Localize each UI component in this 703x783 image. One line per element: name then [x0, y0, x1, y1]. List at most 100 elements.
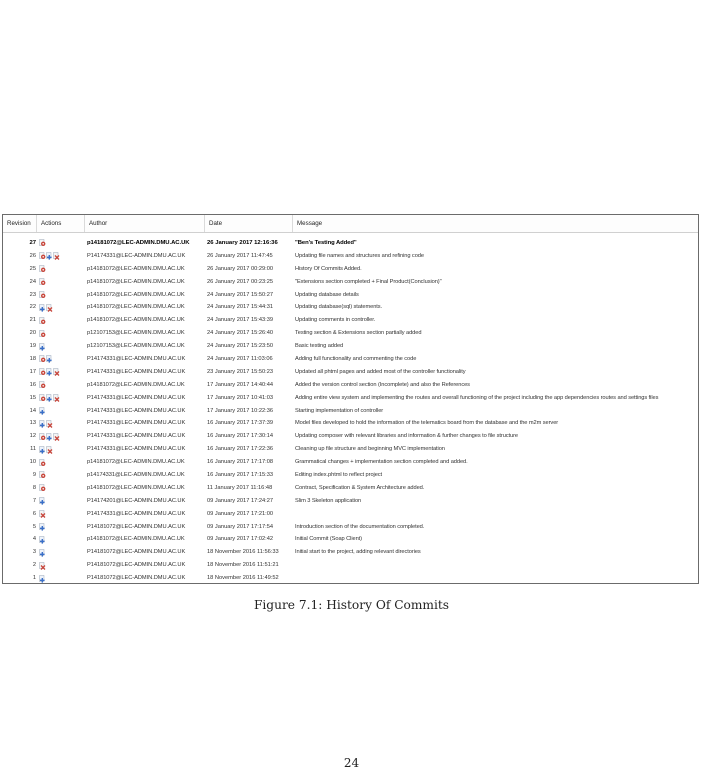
actions-cell — [39, 546, 85, 559]
actions-cell — [39, 263, 85, 276]
modify-icon — [39, 291, 46, 299]
add-icon — [39, 304, 46, 312]
author-cell: p14181072@LEC-ADMIN.DMU.AC.UK — [87, 381, 185, 388]
modify-icon — [39, 471, 46, 479]
actions-cell — [39, 521, 85, 534]
action-icons — [39, 508, 46, 521]
header-message[interactable]: Message — [297, 220, 323, 227]
author-cell: p14181072@LEC-ADMIN.DMU.AC.UK — [87, 265, 185, 272]
add-icon — [46, 252, 53, 260]
table-header: Revision Actions Author Date Message — [3, 215, 698, 233]
header-revision[interactable]: Revision — [3, 215, 37, 232]
action-icons — [39, 456, 46, 469]
revision-cell: 3 — [32, 549, 36, 556]
delete-icon — [39, 510, 46, 519]
author-cell: P14174331@LEC-ADMIN.DMU.AC.UK — [87, 368, 186, 375]
author-cell: P14181072@LEC-ADMIN.DMU.AC.UK — [87, 549, 186, 556]
header-actions[interactable]: Actions — [37, 215, 85, 232]
add-icon — [39, 549, 46, 557]
action-icons — [39, 276, 46, 289]
add-icon — [39, 342, 46, 351]
revision-cell: 17 — [29, 368, 36, 375]
date-cell: 16 January 2017 17:17:08 — [207, 459, 274, 466]
author-cell: p14181072@LEC-ADMIN.DMU.AC.UK — [87, 304, 185, 311]
author-cell: p14181072@LEC-ADMIN.DMU.AC.UK — [87, 317, 185, 324]
message-cell: Updating database details — [295, 291, 359, 298]
revision-cell: 18 — [29, 356, 36, 363]
author-cell: p14181072@LEC-ADMIN.DMU.AC.UK — [87, 484, 185, 491]
actions-cell — [39, 366, 85, 379]
action-icons — [39, 340, 46, 353]
table-row[interactable]: 17 P14174331@LEC-ADMIN.DMU.AC.UK 23 Januar… — [3, 366, 698, 379]
message-cell — [295, 508, 698, 521]
modify-icon — [39, 368, 46, 376]
action-icons — [39, 521, 46, 534]
action-icons — [39, 430, 60, 443]
revision-cell: 23 — [29, 291, 36, 298]
add-icon — [46, 368, 53, 376]
add-icon — [39, 407, 46, 415]
actions-cell — [39, 353, 85, 366]
message-cell: Updating database(sql) statements. — [295, 304, 383, 311]
actions-cell — [39, 508, 85, 521]
revision-cell: 10 — [29, 459, 36, 466]
revision-cell: 25 — [29, 265, 36, 272]
author-cell: p12107153@LEC-ADMIN.DMU.AC.UK — [87, 343, 185, 350]
revision-cell: 12 — [29, 433, 36, 440]
modify-icon — [39, 433, 46, 441]
header-author[interactable]: Author — [85, 215, 205, 232]
message-cell: Model files developed to hold the inform… — [295, 420, 559, 427]
author-cell: P14174201@LEC-ADMIN.DMU.AC.UK — [87, 497, 186, 504]
actions-cell — [39, 405, 85, 418]
message-cell: Updating file names and structures and r… — [295, 252, 424, 259]
message-cell: Basic testing added — [295, 343, 344, 350]
author-cell: P14181072@LEC-ADMIN.DMU.AC.UK — [87, 523, 186, 530]
date-cell: 23 January 2017 15:50:23 — [207, 368, 274, 375]
revision-cell: 22 — [29, 304, 36, 311]
add-icon — [46, 433, 53, 441]
author-cell: P14181072@LEC-ADMIN.DMU.AC.UK — [87, 575, 186, 582]
action-icons — [39, 301, 53, 314]
date-cell: 09 January 2017 17:02:42 — [207, 536, 274, 543]
delete-icon — [46, 420, 53, 428]
author-cell: p14181072@LEC-ADMIN.DMU.AC.UK — [87, 291, 185, 298]
add-icon — [46, 355, 53, 364]
add-icon — [46, 394, 53, 402]
actions-cell — [39, 379, 85, 392]
author-cell: p14181072@LEC-ADMIN.DMU.AC.UK — [87, 240, 190, 246]
revision-cell: 27 — [29, 240, 36, 246]
actions-cell — [39, 250, 85, 263]
message-cell: Cleaning up file structure and beginning… — [295, 446, 445, 453]
actions-cell — [39, 482, 85, 495]
actions-cell — [39, 276, 85, 289]
header-date[interactable]: Date — [205, 215, 293, 232]
page-number: 24 — [343, 756, 360, 770]
actions-cell — [39, 443, 85, 456]
